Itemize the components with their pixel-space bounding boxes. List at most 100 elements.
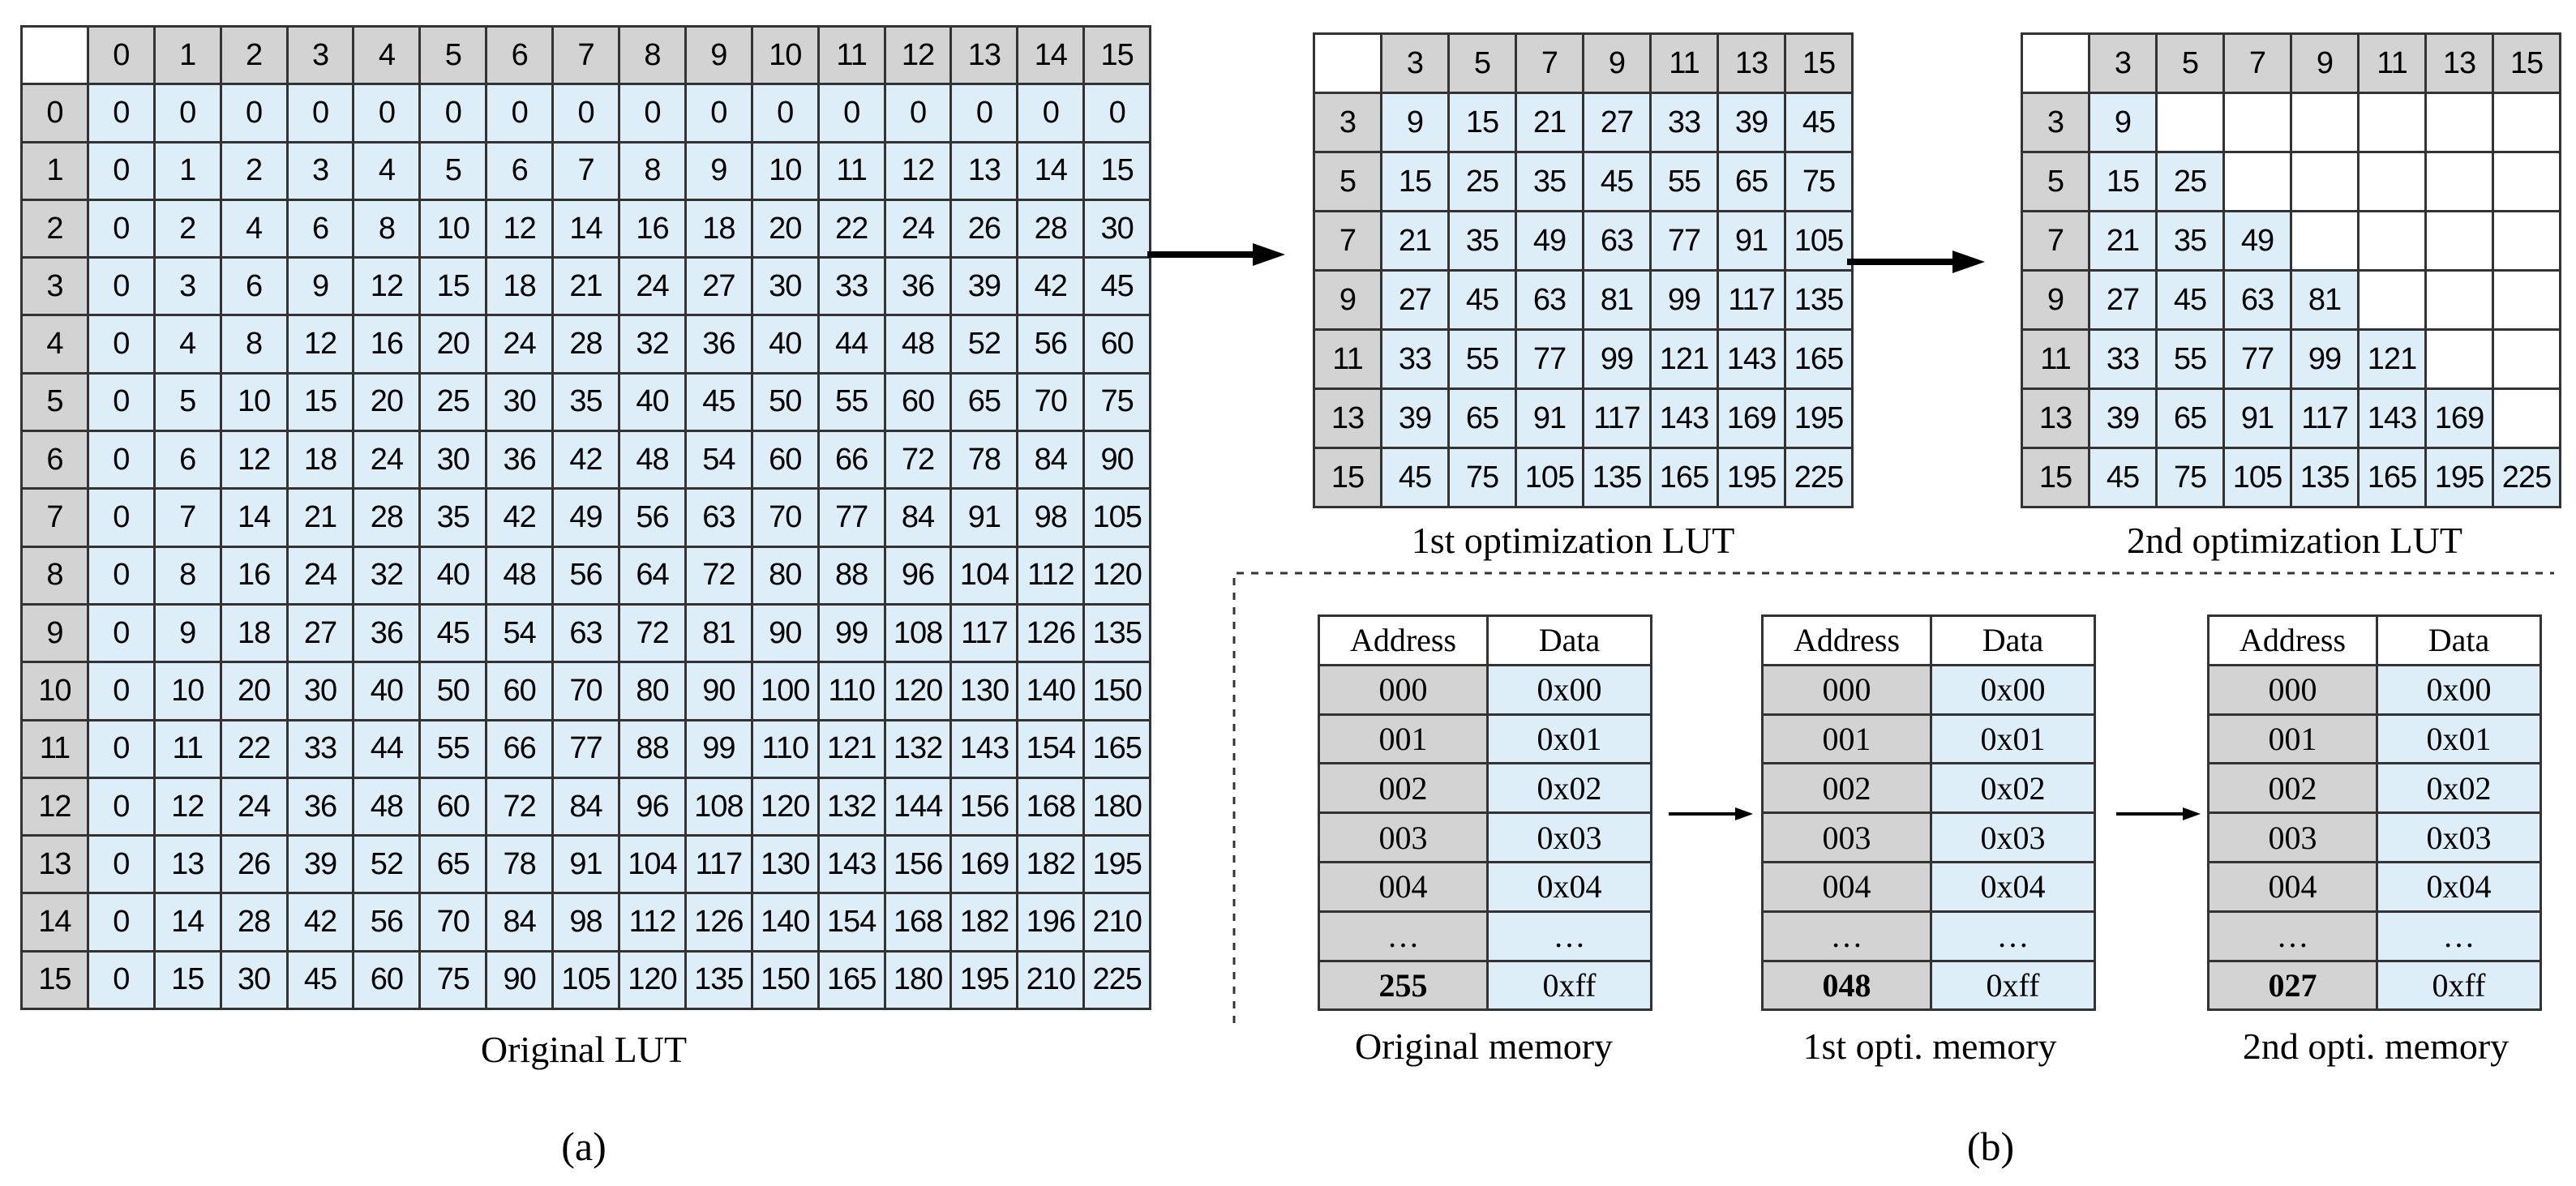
lut-value-cell: 33 — [1380, 328, 1450, 390]
memory-address-cell: 001 — [1761, 713, 1932, 765]
lut-value-cell: 0 — [86, 430, 156, 490]
lut-value-cell: 135 — [684, 949, 753, 1011]
lut-value-cell: 32 — [618, 314, 687, 375]
lut-value-cell: 15 — [152, 949, 222, 1011]
lut-column-header: 13 — [949, 24, 1019, 86]
lut-value-cell: 20 — [418, 314, 488, 375]
lut-column-header: 4 — [352, 24, 422, 86]
lut-value-cell: 1 — [152, 140, 222, 201]
lut-value-cell: 21 — [2088, 210, 2158, 272]
memory-data-cell: 0x01 — [1486, 713, 1652, 765]
lut-empty-cell — [2222, 92, 2292, 153]
memory-last-address-cell: 255 — [1318, 959, 1489, 1012]
lut-value-cell: 6 — [285, 198, 355, 259]
lut-row-header: 12 — [20, 776, 89, 837]
lut-value-cell: 10 — [219, 371, 289, 433]
lut-value-cell: 9 — [152, 602, 222, 664]
lut-value-cell: 99 — [2290, 328, 2360, 390]
memory-address-header: Address — [1318, 614, 1489, 666]
lut-row-header: 15 — [2021, 447, 2090, 508]
lut-value-cell: 39 — [1717, 92, 1786, 153]
memory-address-cell: 000 — [2207, 663, 2378, 716]
memory-data-cell: 0x00 — [2376, 663, 2542, 716]
lut-value-cell: 32 — [352, 545, 422, 606]
lut-value-cell: 143 — [949, 718, 1019, 779]
lut-value-cell: 99 — [1649, 269, 1719, 331]
lut-value-cell: 75 — [1447, 447, 1517, 508]
lut-empty-cell — [2357, 151, 2427, 212]
lut-value-cell: 21 — [1515, 92, 1584, 153]
lut-value-cell: 21 — [1380, 210, 1450, 272]
memory-last-data-cell: 0xff — [2376, 959, 2542, 1012]
lut-value-cell: 98 — [1016, 487, 1086, 548]
lut-corner-cell — [20, 24, 89, 86]
lut-value-cell: 165 — [2357, 447, 2427, 508]
lut-value-cell: 14 — [219, 487, 289, 548]
lut-column-header: 13 — [2424, 32, 2494, 94]
lut-value-cell: 70 — [750, 487, 820, 548]
lut-value-cell: 80 — [618, 661, 687, 721]
lut-empty-cell — [2492, 210, 2561, 272]
memory-address-cell: 003 — [2207, 811, 2378, 863]
lut-value-cell: 63 — [2222, 269, 2292, 331]
lut-value-cell: 77 — [2222, 328, 2292, 390]
lut-value-cell: 45 — [2088, 447, 2158, 508]
lut-empty-cell — [2424, 210, 2494, 272]
lut-value-cell: 0 — [86, 718, 156, 779]
lut-value-cell: 52 — [352, 834, 422, 895]
memory-address-header: Address — [2207, 614, 2378, 666]
lut-row-header: 7 — [2021, 210, 2090, 272]
lut-empty-cell — [2492, 387, 2561, 449]
lut-row-header: 15 — [1313, 447, 1382, 508]
lut-row-header: 11 — [1313, 328, 1382, 390]
lut-value-cell: 72 — [618, 602, 687, 664]
lut-value-cell: 0 — [551, 83, 621, 143]
lut-column-header: 9 — [684, 24, 753, 86]
lut-value-cell: 36 — [684, 314, 753, 375]
lut-value-cell: 143 — [2357, 387, 2427, 449]
lut-value-cell: 21 — [285, 487, 355, 548]
lut-column-header: 15 — [1082, 24, 1152, 86]
lut-value-cell: 8 — [219, 314, 289, 375]
lut-row-header: 13 — [1313, 387, 1382, 449]
lut-value-cell: 6 — [152, 430, 222, 490]
lut-value-cell: 55 — [1447, 328, 1517, 390]
lut-value-cell: 144 — [883, 776, 953, 837]
lut-value-cell: 24 — [219, 776, 289, 837]
lut-value-cell: 15 — [1380, 151, 1450, 212]
lut-value-cell: 14 — [551, 198, 621, 259]
lut-value-cell: 112 — [1016, 545, 1086, 606]
lut-value-cell: 10 — [418, 198, 488, 259]
lut-value-cell: 70 — [551, 661, 621, 721]
lut-value-cell: 35 — [1515, 151, 1584, 212]
lut-value-cell: 90 — [1082, 430, 1152, 490]
lut-value-cell: 100 — [750, 661, 820, 721]
lut-value-cell: 63 — [551, 602, 621, 664]
lut-value-cell: 24 — [883, 198, 953, 259]
lut-row-header: 14 — [20, 892, 89, 953]
lut-value-cell: 15 — [285, 371, 355, 433]
lut-value-cell: 33 — [285, 718, 355, 779]
memory-data-cell: 0x01 — [2376, 713, 2542, 765]
lut-value-cell: 84 — [551, 776, 621, 837]
lut-value-cell: 120 — [1082, 545, 1152, 606]
lut-value-cell: 117 — [1717, 269, 1786, 331]
lut-value-cell: 0 — [86, 602, 156, 664]
lut-value-cell: 35 — [418, 487, 488, 548]
lut-row-header: 1 — [20, 140, 89, 201]
